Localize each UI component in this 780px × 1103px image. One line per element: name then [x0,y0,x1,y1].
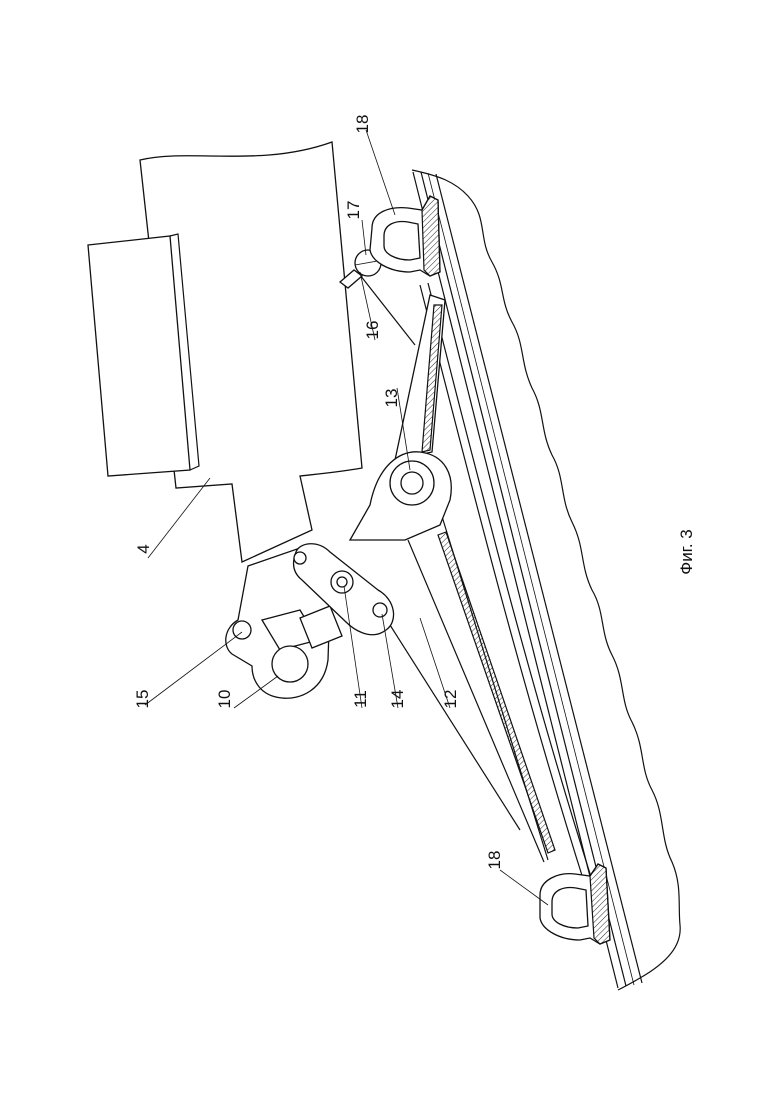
label-4: 4 [134,544,153,553]
label-18-upper: 18 [353,115,372,134]
label-11: 11 [351,690,370,708]
spring-strip [420,283,592,885]
lever-arm-12 [390,510,555,862]
ground-surface [412,170,680,990]
label-17: 17 [344,201,363,220]
label-14: 14 [388,690,407,709]
rail-section-18-upper [370,196,440,276]
label-18-lower: 18 [485,851,504,870]
rail-section-18-lower [540,864,610,944]
figure-caption: Фиг. 3 [677,529,696,574]
label-10: 10 [215,690,234,709]
brace-link-16 [360,275,445,460]
pivot-block-13 [350,452,451,540]
label-12: 12 [441,690,460,709]
label-16: 16 [363,321,382,340]
label-13: 13 [382,389,401,408]
label-15: 15 [133,690,152,709]
rail-strips [413,172,642,988]
